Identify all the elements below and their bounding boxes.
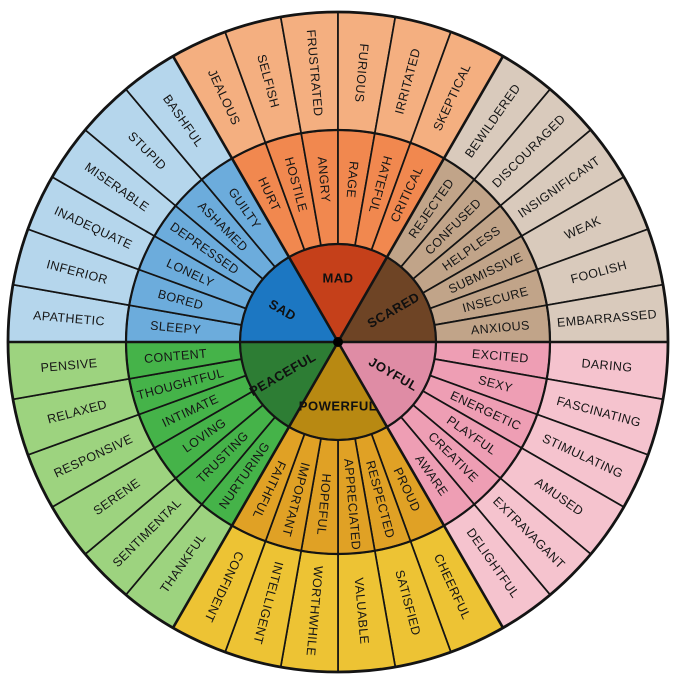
spoke-line — [171, 55, 340, 343]
label-pensive: PENSIVE — [40, 356, 98, 375]
spoke-line — [171, 341, 340, 629]
label-hopeful: HOPEFUL — [314, 473, 333, 536]
label-furious: FURIOUS — [352, 43, 371, 103]
label-angry: ANGRY — [315, 156, 333, 204]
label-sleepy: SLEEPY — [150, 319, 202, 337]
outer-circle-outline — [6, 10, 670, 674]
label-daring: DARING — [581, 356, 633, 374]
label-valuable: VALUABLE — [352, 577, 372, 645]
spoke-line — [336, 55, 505, 343]
label-mad: MAD — [322, 271, 353, 286]
spoke-line — [336, 341, 505, 629]
label-content: CONTENT — [144, 346, 208, 365]
label-rage: RAGE — [344, 161, 361, 199]
middle-circle-outline — [124, 128, 552, 556]
label-excited: EXCITED — [471, 347, 529, 366]
label-anxious: ANXIOUS — [470, 318, 530, 337]
label-apathetic: APATHETIC — [33, 308, 106, 328]
inner-circle-outline — [238, 242, 438, 442]
label-powerful: POWERFUL — [299, 399, 377, 414]
center-dot — [333, 337, 343, 347]
